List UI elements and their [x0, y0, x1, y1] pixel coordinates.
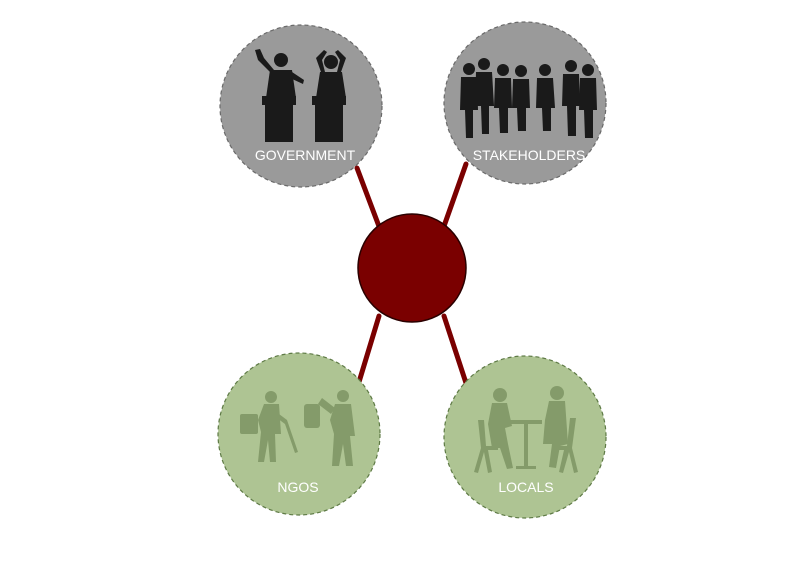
people-at-cafe-table-icon: [474, 386, 578, 473]
connectors: [354, 161, 469, 386]
connector-locals: [441, 313, 469, 386]
node-government: GOVERNMENT: [219, 24, 383, 188]
center-hub: [357, 213, 467, 323]
connector-government: [354, 165, 383, 232]
node-stakeholders-label: STAKEHOLDERS: [473, 147, 586, 163]
node-locals-label: LOCALS: [498, 479, 553, 495]
node-stakeholders: STAKEHOLDERS: [443, 21, 607, 185]
volunteers-collecting-litter-icon: [240, 390, 355, 466]
connector-ngos: [356, 313, 382, 385]
node-ngos: NGOS: [217, 352, 381, 516]
business-group-icon: [460, 58, 597, 138]
node-locals: LOCALS: [443, 355, 607, 519]
node-ngos-label: NGOS: [277, 479, 318, 495]
connector-stakeholders: [440, 161, 469, 232]
politicians-at-podiums-icon: [255, 49, 346, 142]
node-government-label: GOVERNMENT: [255, 147, 356, 163]
